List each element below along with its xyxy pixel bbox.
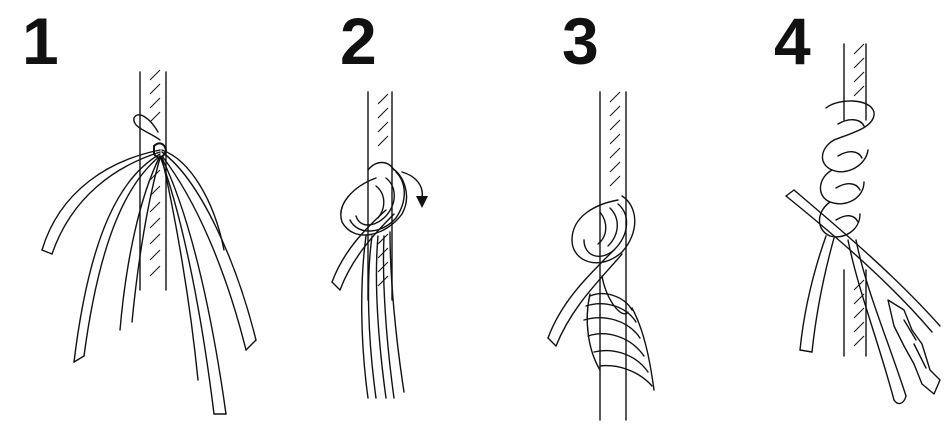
step-3-illustration [472, 0, 708, 424]
step-4-illustration [708, 0, 944, 424]
rod-step-2 [368, 92, 392, 300]
rod-step-1 [140, 70, 166, 290]
step-2-illustration [236, 0, 472, 424]
step-2-panel: 2 [236, 0, 472, 424]
rod-step-4 [844, 44, 866, 356]
step-1-illustration [0, 0, 236, 424]
step-3-panel: 3 [472, 0, 708, 424]
step-4-panel: 4 [708, 0, 944, 424]
step-1-panel: 1 [0, 0, 236, 424]
